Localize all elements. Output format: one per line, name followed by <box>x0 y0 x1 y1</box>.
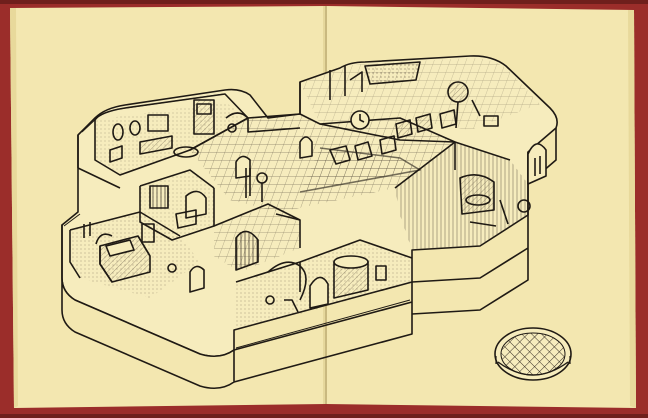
china-cabinet <box>193 99 215 135</box>
room-bedroom <box>69 211 205 298</box>
wall-painting <box>147 114 169 132</box>
room-bath <box>234 239 413 330</box>
sofa <box>139 135 173 155</box>
room-sitting <box>299 58 540 139</box>
bookshelf <box>149 185 169 209</box>
tree-branch <box>267 261 307 301</box>
bedroom-door <box>189 265 205 293</box>
room-stair <box>213 203 301 272</box>
house-floorplan <box>61 55 558 390</box>
lattice-rug <box>494 327 572 381</box>
potted-plant <box>447 81 469 103</box>
room-corridor <box>299 123 456 193</box>
arched-door <box>527 143 547 185</box>
room-kitchen <box>394 141 547 250</box>
armchair <box>395 119 413 139</box>
oval-mirror <box>112 123 124 141</box>
